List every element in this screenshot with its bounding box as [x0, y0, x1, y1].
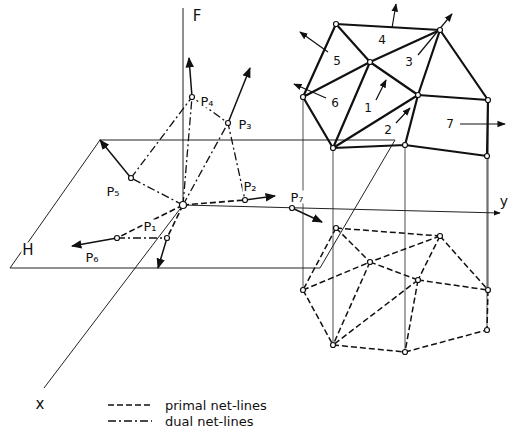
vertex: [331, 146, 336, 151]
vertex: [438, 28, 443, 33]
normal-vector: [294, 84, 326, 98]
force-vector: [292, 208, 322, 222]
point: [165, 236, 170, 241]
projection-line: [303, 97, 488, 352]
vertex: [331, 343, 336, 348]
face-number: 7: [445, 118, 455, 130]
normal-vector: [300, 32, 328, 52]
normal-vector: [392, 4, 396, 28]
vertex: [403, 350, 408, 355]
vertex: [334, 22, 339, 27]
vertex: [485, 328, 490, 333]
face-number: 3: [404, 56, 414, 68]
vertex: [486, 288, 491, 293]
dual-net-line: [117, 97, 245, 238]
origin-point: [180, 202, 187, 209]
legend-sample: [108, 420, 152, 421]
point-label: P₃: [237, 118, 252, 131]
force-vector: [100, 140, 131, 178]
axis-label: x: [35, 397, 46, 412]
primal-net-line: [117, 200, 245, 238]
point-label: P₄: [199, 95, 214, 108]
axis-label: F: [192, 9, 203, 24]
point: [115, 236, 120, 241]
vertex: [368, 60, 373, 65]
legend-text: dual net-lines: [165, 415, 253, 428]
axis-label: y: [499, 194, 509, 208]
face-number: 6: [330, 97, 340, 109]
point: [129, 176, 134, 181]
vertex: [301, 95, 306, 100]
point: [226, 121, 231, 126]
point-label: P₅: [105, 185, 120, 198]
vertex: [368, 260, 373, 265]
vertex: [485, 154, 490, 159]
primal-net-line: [303, 228, 488, 352]
plane-outline: [10, 140, 395, 268]
force-vectors: [72, 58, 322, 268]
normal-vector: [460, 123, 505, 124]
axis-line: [183, 205, 500, 213]
points: [115, 95, 295, 241]
point-label: P₂: [242, 180, 257, 193]
legend-text: primal net-lines: [165, 399, 267, 412]
point-label: P₇: [289, 191, 304, 204]
point-label: P₁: [142, 220, 157, 233]
vertex: [416, 278, 421, 283]
space-net-line: [303, 24, 488, 156]
normal-vector: [418, 14, 452, 55]
axis-line: [44, 205, 183, 388]
vertex: [438, 234, 443, 239]
face-number: 4: [377, 34, 387, 46]
vertex: [486, 98, 491, 103]
point-label: P₆: [84, 251, 99, 264]
force-vector: [72, 238, 117, 246]
plane-label: H: [21, 243, 34, 258]
face-normals: [294, 4, 505, 124]
normal-vector: [376, 80, 386, 100]
legend-sample: [108, 404, 152, 406]
face-number: 5: [332, 55, 342, 67]
vertex: [301, 288, 306, 293]
face-number: 2: [383, 124, 393, 136]
point: [190, 95, 195, 100]
point: [243, 198, 248, 203]
vertices: [301, 22, 491, 355]
vertex: [334, 226, 339, 231]
force-vector: [189, 58, 192, 97]
axis-line: [183, 8, 184, 205]
face-number: 1: [363, 102, 373, 114]
normal-vector: [396, 108, 410, 123]
vertex: [416, 93, 421, 98]
point: [290, 206, 295, 211]
vertex: [403, 143, 408, 148]
force-vector: [158, 238, 167, 268]
force-vector: [245, 196, 275, 200]
force-vector: [228, 68, 250, 123]
